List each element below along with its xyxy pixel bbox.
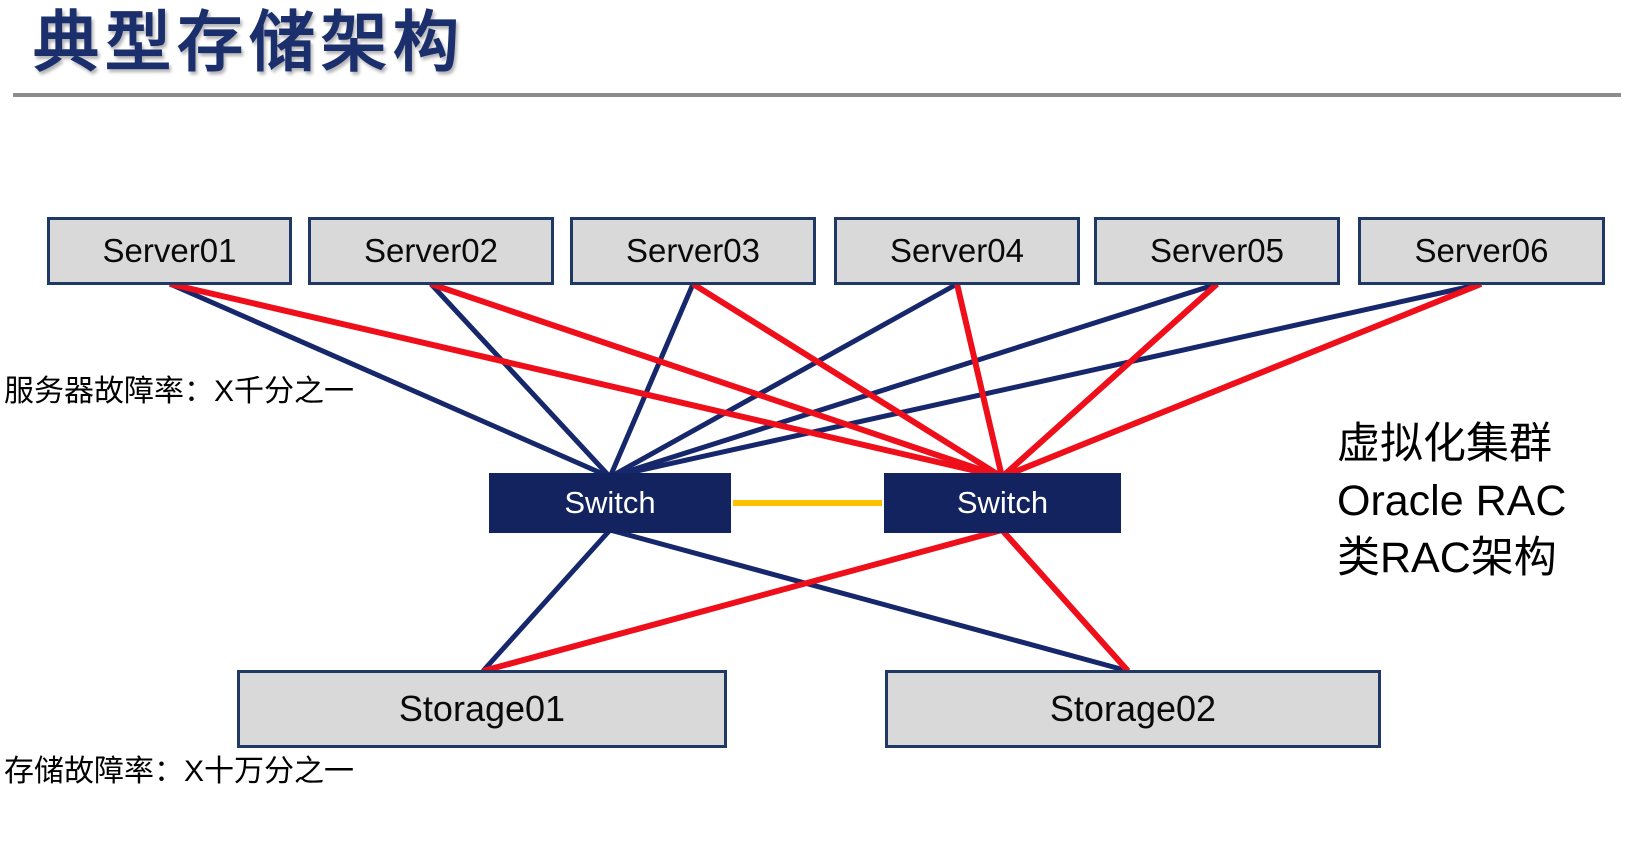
server03-label: Server03 (626, 232, 760, 269)
link-switch-left-storage01 (481, 528, 612, 673)
link-server02-switch-right (430, 281, 1003, 480)
link-server05-switch-left (609, 281, 1218, 480)
link-switch-right-storage01 (482, 527, 1003, 674)
link-server01-switch-right (169, 281, 1003, 480)
server06-box: Server06 (1358, 217, 1605, 285)
switch-right-label: Switch (956, 485, 1049, 520)
switch-left-label: Switch (564, 485, 656, 520)
link-server03-switch-left (607, 283, 696, 478)
storage-failure-rate-label: 存储故障率：X十万分之一 (4, 755, 355, 788)
switch-left-box: Switch (489, 473, 731, 533)
architecture-note-line3: 类RAC架构 (1337, 534, 1557, 582)
server03-box: Server03 (570, 217, 816, 285)
server05-label: Server05 (1150, 232, 1284, 269)
architecture-note-line1: 虚拟化集群 (1337, 420, 1552, 468)
link-server06-switch-left (609, 281, 1482, 480)
server05-box: Server05 (1094, 217, 1340, 285)
page-title: 典型存储架构 (33, 5, 465, 79)
server06-label: Server06 (1414, 232, 1549, 269)
server02-box: Server02 (308, 217, 554, 285)
storage01-box: Storage01 (237, 670, 727, 748)
title-divider (13, 93, 1621, 97)
link-server05-switch-right (999, 281, 1220, 480)
server02-label: Server02 (364, 232, 498, 269)
link-switch-left-storage02 (609, 527, 1129, 674)
storage01-label: Storage01 (398, 688, 566, 729)
link-server04-switch-left (608, 281, 959, 480)
link-server01-switch-left (168, 281, 612, 480)
link-server06-switch-right (1000, 281, 1483, 480)
link-switch-right-storage02 (999, 528, 1131, 673)
architecture-note: 虚拟化集群 Oracle RAC 类RAC架构 (1337, 416, 1566, 587)
link-server03-switch-right (691, 281, 1004, 480)
server04-label: Server04 (890, 232, 1024, 269)
server01-label: Server01 (102, 232, 237, 269)
architecture-note-line2: Oracle RAC (1337, 477, 1567, 525)
storage02-label: Storage02 (1049, 688, 1217, 729)
server04-box: Server04 (834, 217, 1080, 285)
link-server04-switch-right (954, 283, 1005, 478)
link-server02-switch-left (429, 282, 612, 479)
storage02-box: Storage02 (885, 670, 1381, 748)
server01-box: Server01 (47, 217, 292, 285)
switch-right-box: Switch (884, 473, 1121, 533)
server-failure-rate-label: 服务器故障率：X千分之一 (4, 375, 355, 408)
